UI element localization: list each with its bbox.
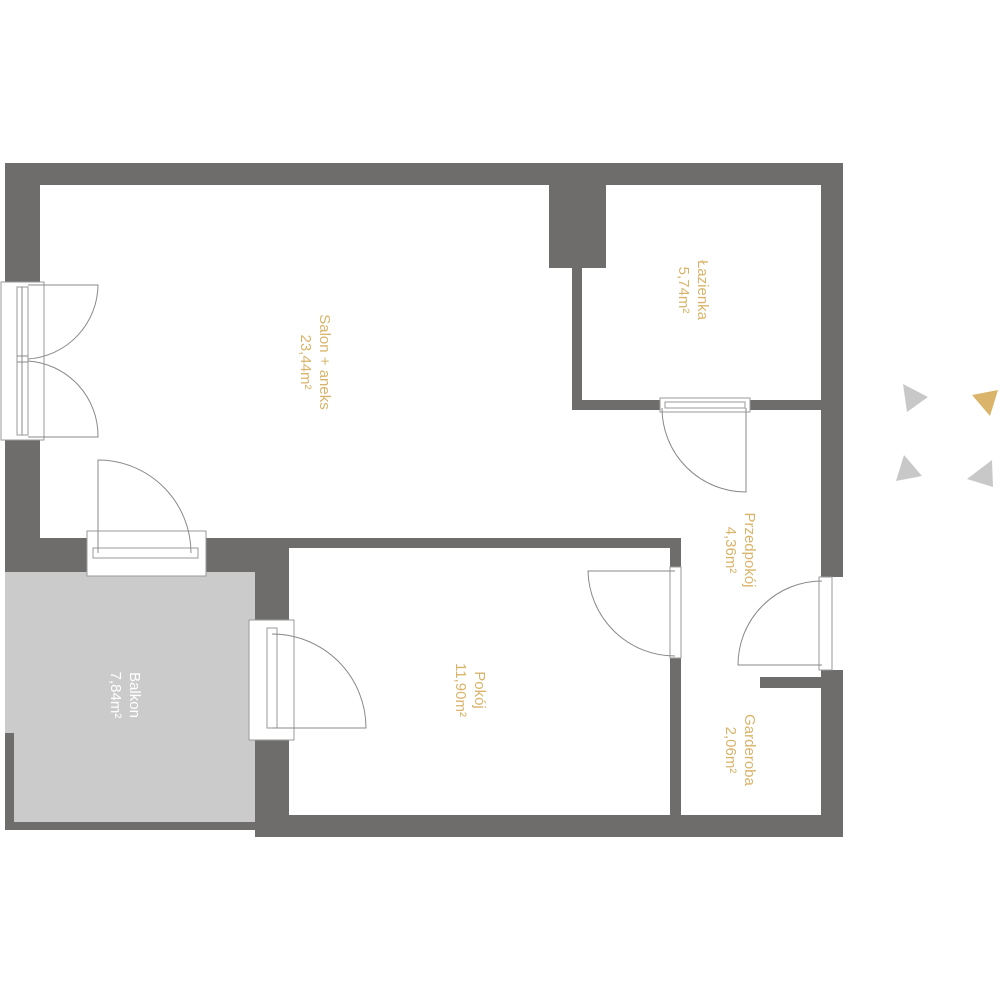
room-area: 2,06m²: [722, 726, 739, 774]
balcony-door: [86, 459, 207, 577]
room-label-przedpokoj: Przedpokój 4,36m²: [721, 500, 759, 600]
entrance-door: [737, 576, 833, 671]
balcony-area: [5, 572, 255, 822]
compass-arrow-nw: [903, 384, 928, 412]
room-name: Pokój: [471, 671, 488, 709]
window-left: [0, 281, 99, 441]
room-label-salon: Salon + aneks 23,44m²: [296, 302, 334, 422]
bathroom-door: [659, 397, 751, 493]
room-area: 5,74m²: [675, 266, 692, 314]
room-name: Garderoba: [741, 714, 758, 786]
room-label-balkon: Balkon 7,84m²: [106, 645, 144, 745]
bedroom-balcony-door: [248, 619, 367, 741]
room-area: 23,44m²: [297, 334, 314, 390]
room-name: Łazienka: [694, 259, 711, 321]
room-area: 7,84m²: [107, 671, 124, 719]
room-area: 4,36m²: [722, 526, 739, 574]
room-label-lazienka: Łazienka 5,74m²: [674, 240, 712, 340]
room-label-garderoba: Garderoba 2,06m²: [721, 700, 759, 800]
room-area: 11,90m²: [452, 663, 469, 717]
bedroom-door: [587, 566, 682, 659]
room-name: Przedpokój: [741, 512, 758, 588]
room-label-pokoj: Pokój 11,90m²: [451, 640, 489, 740]
room-name: Balkon: [126, 672, 143, 718]
room-name: Salon + aneks: [316, 314, 333, 410]
compass: [896, 384, 998, 487]
compass-arrow-se: [967, 460, 993, 487]
compass-arrow-ne: [972, 390, 998, 416]
compass-arrow-sw: [896, 455, 922, 481]
